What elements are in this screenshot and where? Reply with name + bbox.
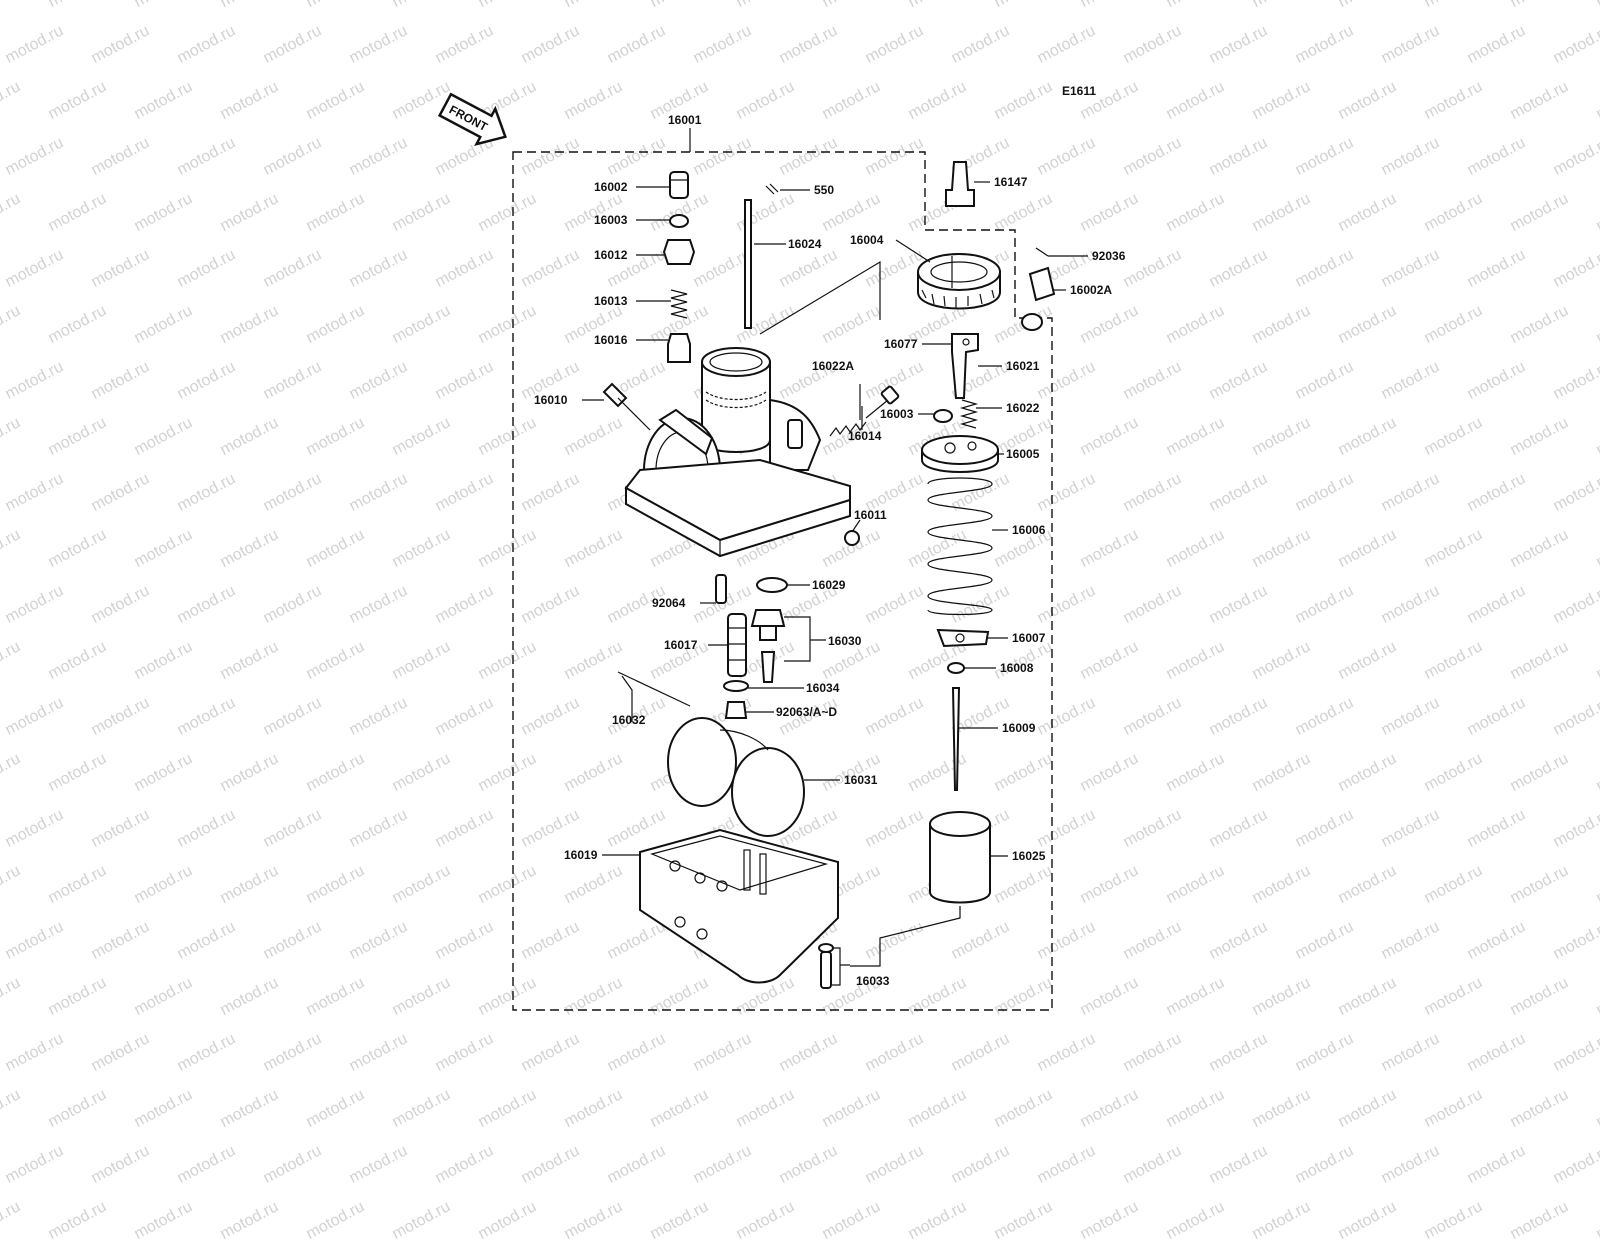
watermark-text: motod.ru	[131, 1198, 196, 1243]
label-16001: 16001	[668, 113, 702, 127]
watermark-text: motod.ru	[1335, 1198, 1400, 1243]
air-screw-small-parts	[1021, 247, 1056, 331]
watermark-text: motod.ru	[1507, 1198, 1572, 1243]
label-550: 550	[814, 183, 834, 197]
label-16011: 16011	[854, 508, 887, 522]
cable-adjuster-16147	[945, 161, 975, 207]
label-16017: 16017	[664, 638, 698, 652]
jet-needle	[951, 687, 961, 791]
watermark-text: motod.ru	[647, 1198, 712, 1243]
watermark-text: motod.ru	[217, 1198, 282, 1243]
label-16029: 16029	[812, 578, 846, 592]
label-16010: 16010	[534, 393, 568, 407]
leader-lines	[582, 181, 1088, 857]
throttle-slide	[850, 811, 991, 967]
watermark-text: motod.ru	[0, 1198, 24, 1243]
label-16024: 16024	[788, 237, 822, 251]
float-pin	[617, 671, 691, 707]
label-16014: 16014	[848, 429, 882, 443]
label-16012: 16012	[594, 248, 628, 262]
watermark-text: motod.ru	[905, 1198, 970, 1243]
throttle-lever	[951, 333, 979, 399]
throttle-stop-screw	[829, 385, 900, 437]
label-16019: 16019	[564, 848, 598, 862]
carburetor-body	[624, 347, 860, 558]
label-16003: 16003	[594, 213, 628, 227]
watermark-text: motod.ru	[303, 1198, 368, 1243]
slide-small-spring	[933, 399, 979, 429]
label-16031: 16031	[844, 773, 878, 787]
watermark-text: motod.ru	[475, 1198, 540, 1243]
label-16002A: 16002A	[1070, 283, 1112, 297]
throttle-slide-spring	[927, 477, 993, 616]
e-clip	[947, 662, 965, 674]
clamp-bolt	[602, 382, 651, 431]
needle-retainer	[936, 628, 990, 648]
watermark-text: motod.ru	[1163, 1198, 1228, 1243]
label-16032: 16032	[612, 713, 646, 727]
label-92063: 92063/A~D	[776, 705, 837, 719]
label-16016: 16016	[594, 333, 628, 347]
label-16005: 16005	[1006, 447, 1040, 461]
figure-code: E1611	[1062, 84, 1096, 98]
label-16022A: 16022A	[812, 359, 854, 373]
label-16147: 16147	[994, 175, 1028, 189]
label-16022: 16022	[1006, 401, 1040, 415]
label-16006: 16006	[1012, 523, 1046, 537]
spring-seat-plate	[921, 435, 999, 473]
watermark-text: motod.ru	[1593, 1198, 1600, 1243]
watermark-text: motod.ru	[1249, 1198, 1314, 1243]
watermark-text: motod.ru	[733, 1198, 798, 1243]
label-16008: 16008	[1000, 661, 1034, 675]
label-16025: 16025	[1012, 849, 1046, 863]
watermark-text: motod.ru	[991, 1198, 1056, 1243]
label-16034: 16034	[806, 681, 840, 695]
pilot-air-screw-stack	[662, 171, 696, 363]
watermark-text: motod.ru	[1421, 1198, 1486, 1243]
watermark-text: motod.ru	[561, 1198, 626, 1243]
carburetor-exploded-diagram: E1611 FRONT	[437, 84, 1126, 1011]
label-16030: 16030	[828, 634, 862, 648]
label-92036: 92036	[1092, 249, 1126, 263]
cable-guide-rod	[744, 183, 779, 329]
watermark-text: motod.ru	[389, 1198, 454, 1243]
bowl-screw	[818, 943, 850, 989]
label-16002: 16002	[594, 180, 628, 194]
label-16077: 16077	[884, 337, 918, 351]
float-assembly	[667, 717, 805, 837]
jet-assembly	[715, 574, 788, 719]
watermark-text: motod.ru	[819, 1198, 884, 1243]
label-16003-right: 16003	[880, 407, 914, 421]
label-16004: 16004	[850, 233, 884, 247]
label-16021: 16021	[1006, 359, 1040, 373]
assembly-boundary	[512, 128, 1053, 1011]
front-arrow-icon: FRONT	[437, 92, 507, 147]
label-16009: 16009	[1002, 721, 1036, 735]
label-16007: 16007	[1012, 631, 1046, 645]
watermark-text: motod.ru	[45, 1198, 110, 1243]
label-92064: 92064	[652, 596, 686, 610]
part-labels: 16001 16002 16003 16012 16013 16016 1601…	[534, 113, 1126, 988]
top-cap-ring	[917, 253, 1001, 310]
float-bowl	[639, 828, 839, 984]
label-16033: 16033	[856, 974, 890, 988]
watermark-text: motod.ru	[1077, 1198, 1142, 1243]
label-16013: 16013	[594, 294, 628, 308]
